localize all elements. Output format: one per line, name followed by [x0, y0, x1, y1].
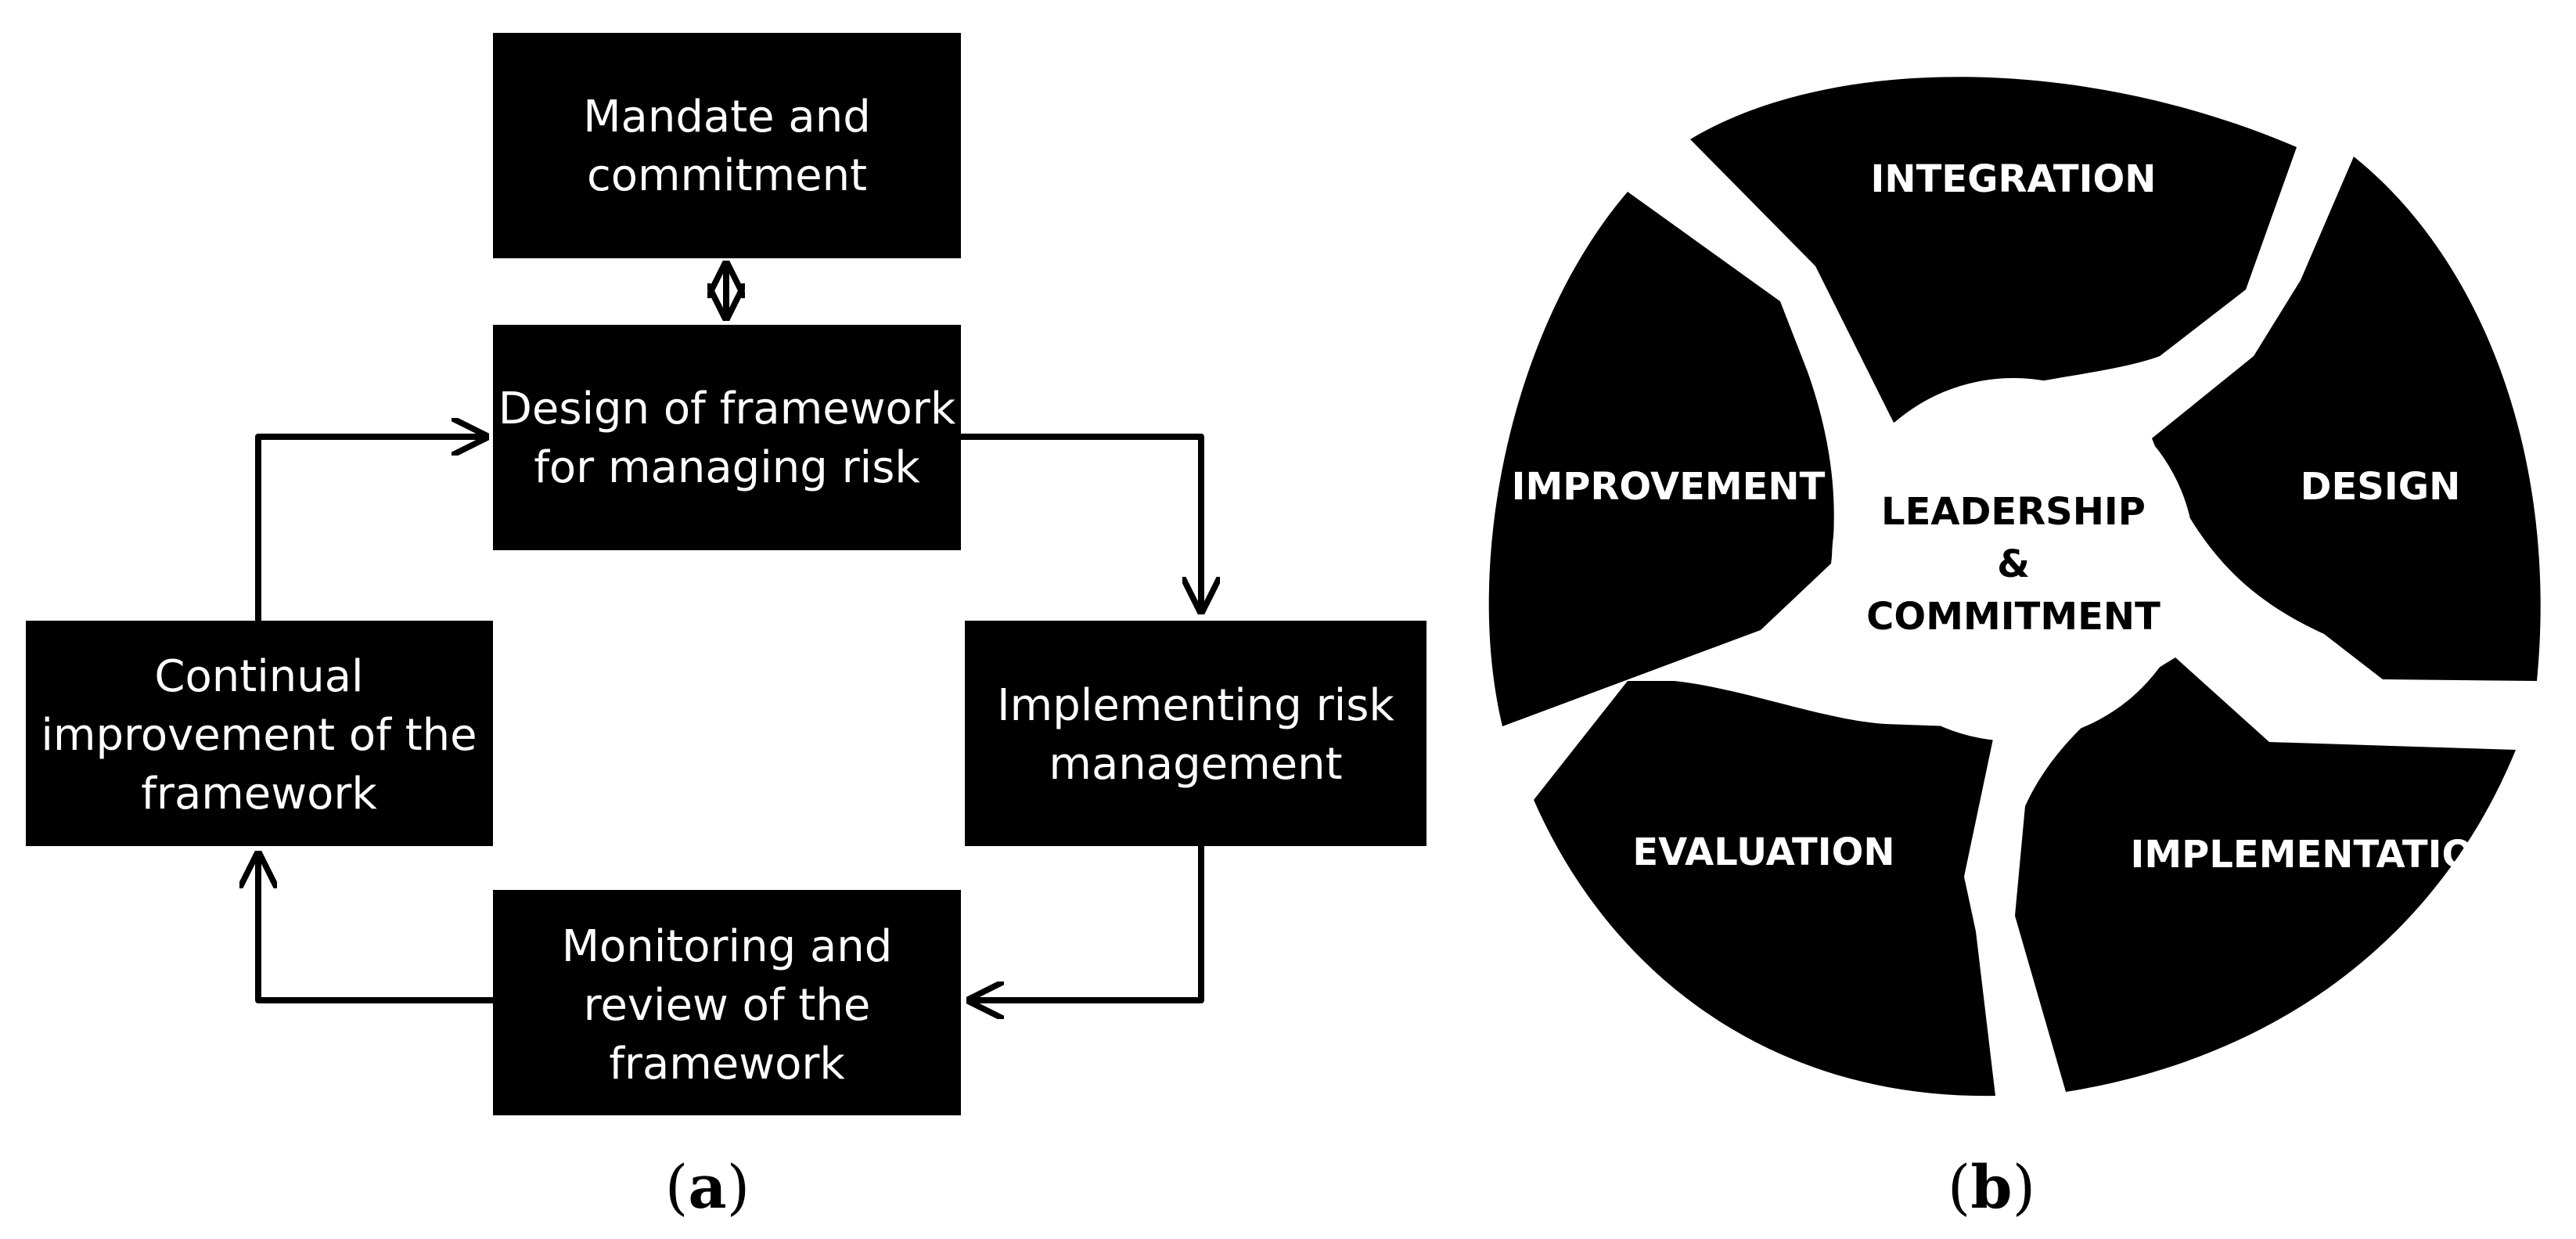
box-continual: Continual improvement of the framework — [26, 621, 493, 846]
caption-b-letter: b — [1970, 1152, 2012, 1222]
caption-a: (a) — [665, 1152, 750, 1222]
box-continual-line1: Continual — [154, 651, 363, 702]
segment-integration-shape — [1690, 77, 2297, 423]
box-monitoring-rect — [493, 890, 961, 1115]
box-continual-line2: improvement of the — [41, 710, 477, 761]
box-monitoring: Monitoring and review of the framework — [493, 890, 961, 1115]
caption-a-letter: a — [688, 1152, 726, 1222]
box-continual-rect — [26, 621, 493, 846]
segment-design-label: DESIGN — [2301, 465, 2461, 509]
flow-arrows — [258, 265, 1201, 1000]
center-label-line3: COMMITMENT — [1866, 595, 2160, 639]
caption-b-close: ) — [2013, 1152, 2036, 1222]
panel-a: Mandate and commitment Design of framewo… — [26, 33, 1427, 1222]
caption-b: (b) — [1948, 1152, 2035, 1222]
box-monitoring-line3: framework — [609, 1039, 845, 1090]
center-label-line1: LEADERSHIP — [1881, 490, 2146, 534]
box-mandate-line2: commitment — [587, 150, 867, 201]
center-circle — [1832, 378, 2195, 741]
center-label-line2: & — [1997, 542, 2030, 586]
arrow-implementing-to-monitoring — [970, 842, 1204, 1000]
box-monitoring-line2: review of the — [584, 980, 871, 1031]
arrow-continual-to-design — [255, 437, 485, 623]
segment-evaluation-shape — [1534, 681, 1995, 1097]
segment-implementation-label: IMPLEMENTATION — [2131, 833, 2506, 877]
caption-b-open: ( — [1948, 1152, 1971, 1222]
panel-b: INTEGRATION DESIGN IMPLEMENTATION EVALUA… — [1488, 77, 2541, 1222]
box-implementing-line1: Implementing risk — [997, 680, 1394, 731]
segment-improvement-shape — [1488, 192, 1834, 726]
box-implementing-rect — [965, 621, 1427, 846]
box-design-rect — [493, 325, 961, 550]
segment-evaluation-label: EVALUATION — [1632, 830, 1894, 874]
box-implementing: Implementing risk management — [965, 621, 1427, 846]
segment-improvement-label: IMPROVEMENT — [1512, 465, 1826, 509]
box-monitoring-line1: Monitoring and — [562, 921, 893, 972]
box-implementing-line2: management — [1049, 739, 1342, 790]
segment-integration-label: INTEGRATION — [1871, 157, 2157, 201]
box-mandate-rect — [493, 33, 961, 258]
segment-design-shape — [2152, 157, 2541, 681]
box-mandate: Mandate and commitment — [493, 33, 961, 258]
box-design: Design of framework for managing risk — [493, 325, 961, 550]
caption-a-close: ) — [727, 1152, 750, 1222]
arrow-design-to-implementing — [958, 434, 1201, 610]
box-continual-line3: framework — [141, 769, 377, 819]
wheel-segments — [1488, 77, 2541, 1097]
box-design-line1: Design of framework — [498, 384, 956, 434]
box-mandate-line1: Mandate and — [583, 92, 871, 142]
box-design-line2: for managing risk — [534, 442, 920, 493]
segment-implementation-shape — [2015, 657, 2516, 1092]
caption-a-open: ( — [665, 1152, 689, 1222]
arrow-monitoring-to-continual — [258, 855, 496, 1003]
